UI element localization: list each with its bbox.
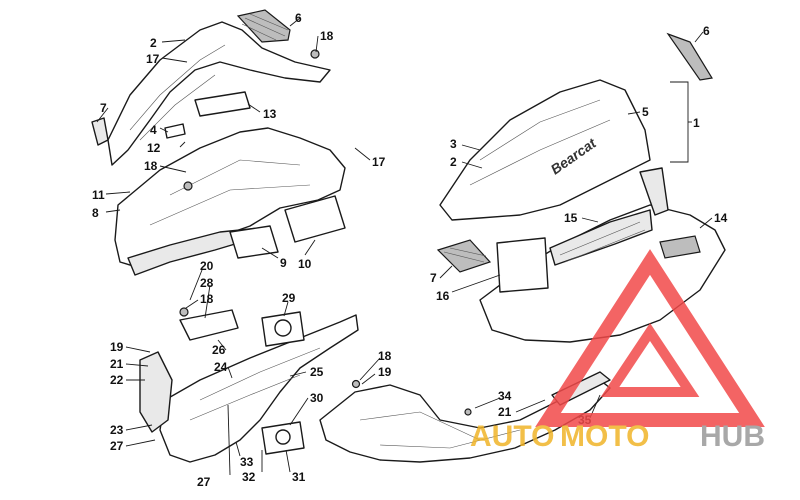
left-hood-bottom-pan [114,49,346,276]
right-hood-upper: Bearcat [439,32,713,221]
callout-18c: 18 [200,292,214,306]
fastener-34 [464,408,472,416]
callout-6a: 6 [295,11,302,25]
callout-labels: 6 18 2 17 7 13 4 12 18 17 11 8 9 10 6 5 … [92,11,728,489]
brace-14 [639,167,669,216]
callout-34: 34 [498,389,512,403]
callout-3: 3 [450,137,457,151]
right-hood-lower [436,167,726,343]
callout-2a: 2 [150,36,157,50]
watermark-text-hub: HUB [700,420,765,453]
callout-24: 24 [214,360,228,374]
fastener-18b [183,181,193,191]
callout-14: 14 [714,211,728,225]
callout-29: 29 [282,291,296,305]
callout-31: 31 [292,470,306,484]
callout-21a: 21 [110,357,124,371]
watermark: AUTO MOTO HUB [470,249,765,453]
watermark-text-auto: AUTO [470,420,554,453]
callout-7a: 7 [100,101,107,115]
callout-2b: 2 [450,155,457,169]
bracket-28 [179,309,239,341]
callout-1: 1 [693,116,700,130]
decal-12 [164,123,186,139]
callout-19b: 19 [378,365,392,379]
callout-17b: 17 [372,155,386,169]
callout-26: 26 [212,343,226,357]
callout-10: 10 [298,257,312,271]
callout-28: 28 [200,276,214,290]
watermark-text-moto: MOTO [560,420,649,453]
decal-15 [549,209,653,266]
callout-6b: 6 [703,24,710,38]
callout-18a: 18 [320,29,334,43]
left-trim-7 [91,117,109,146]
callout-18b: 18 [144,159,158,173]
callout-8: 8 [92,206,99,220]
callout-21b: 21 [498,405,512,419]
callout-11: 11 [92,188,105,202]
callout-30: 30 [310,391,324,405]
callout-4: 4 [150,123,157,137]
callout-27a: 27 [110,439,124,453]
callout-32: 32 [242,470,256,484]
callout-27b: 27 [197,475,211,489]
decal-16 [496,237,549,293]
callout-17a: 17 [146,52,160,66]
decal-13 [194,91,251,117]
callout-22: 22 [110,373,124,387]
fastener-18a [310,49,320,59]
watermark-logo-mark [535,249,765,427]
callout-18d: 18 [378,349,392,363]
callout-25: 25 [310,365,324,379]
callout-7b: 7 [430,271,437,285]
callout-15: 15 [564,211,578,225]
decal-10 [284,195,346,243]
left-hood-upper [107,9,331,166]
callout-33: 33 [240,455,254,469]
vent-grille-6a [236,9,291,43]
leader-lines [96,17,713,476]
fastener-18c [179,307,189,317]
callout-9: 9 [280,256,287,270]
callout-16: 16 [436,289,450,303]
callout-13: 13 [263,107,277,121]
trim-14 [659,235,701,259]
callout-5: 5 [642,105,649,119]
lower-left-bellypan [139,307,359,463]
callout-19a: 19 [110,340,124,354]
vent-grille-6b [666,32,713,81]
vent-grille-7b [436,239,492,273]
callout-12: 12 [147,141,161,155]
side-guard-22 [139,351,173,433]
callout-20: 20 [200,259,214,273]
fastener-18d [351,379,361,389]
callout-23: 23 [110,423,124,437]
